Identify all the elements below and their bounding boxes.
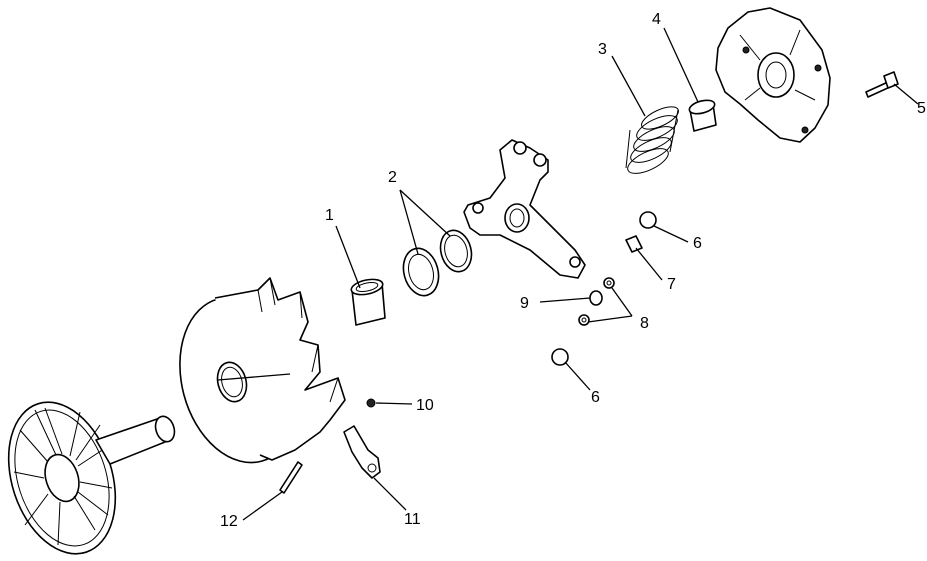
weight-arm-part [343, 425, 381, 479]
cover-bushing-part [688, 99, 717, 132]
callout-2: 2 [388, 169, 397, 186]
roller-part-lower [551, 348, 569, 366]
nut-part [366, 398, 376, 408]
callout-5: 5 [917, 100, 926, 117]
washer-part-b [439, 229, 473, 273]
callout-3: 3 [598, 41, 607, 58]
callout-9: 9 [520, 295, 529, 312]
small-washer-part-b [578, 314, 590, 326]
roller-part-upper [639, 211, 657, 229]
small-roller-part [589, 290, 603, 306]
leader-lines [217, 27, 919, 521]
clutch-cover-part [715, 7, 831, 143]
spider-part [463, 139, 586, 279]
pin-part [625, 235, 643, 253]
callout-6-upper: 6 [693, 235, 702, 252]
fan-sheave-part [7, 401, 176, 555]
spring-part [625, 106, 679, 174]
callout-10: 10 [416, 397, 434, 414]
bushing-part [350, 278, 386, 326]
bolt-part [865, 71, 899, 98]
callout-1: 1 [325, 207, 334, 224]
moveable-sheave-part [179, 277, 346, 464]
callout-11: 11 [404, 511, 421, 528]
small-washer-part-a [603, 277, 615, 289]
callout-4: 4 [652, 11, 661, 28]
callout-8: 8 [640, 315, 649, 332]
washer-part-a [402, 247, 440, 297]
callout-7: 7 [667, 276, 676, 293]
long-pin-part [279, 461, 303, 494]
callout-6-lower: 6 [591, 389, 600, 406]
callout-12: 12 [220, 513, 238, 530]
